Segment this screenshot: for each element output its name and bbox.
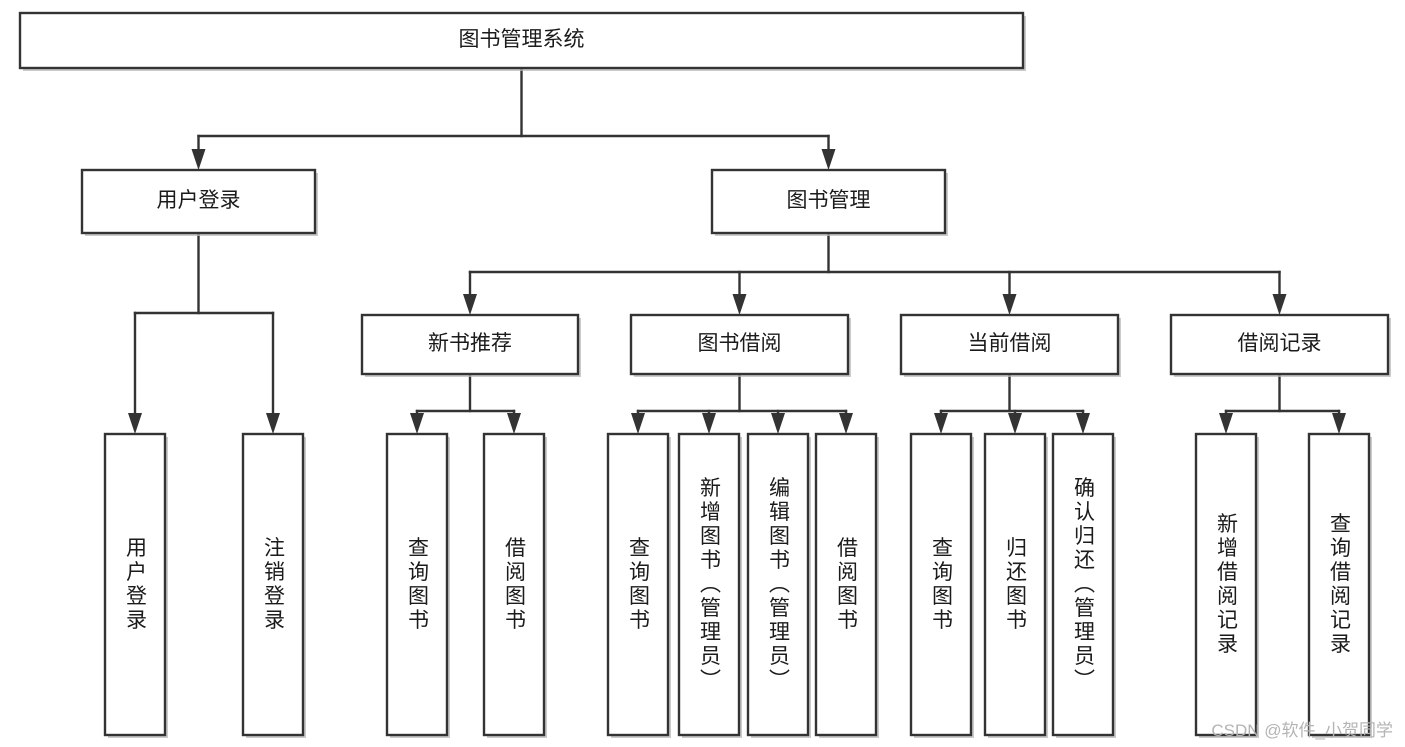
arrowhead-icon <box>410 413 424 434</box>
node-borrow-record[interactable]: 借阅记录 <box>1169 313 1391 377</box>
node-leaf-return-book[interactable]: 归还图书 <box>983 432 1048 738</box>
node-leaf-edit-book[interactable]: 编辑图书（管理员） <box>746 432 811 738</box>
arrowhead-icon <box>507 413 521 434</box>
arrowhead-icon <box>771 413 785 434</box>
arrowhead-icon <box>1332 413 1346 434</box>
node-label: 确认归还（管理员） <box>1072 477 1096 693</box>
node-leaf-add-book[interactable]: 新增图书（管理员） <box>677 432 742 738</box>
node-label: 查询图书 <box>930 537 954 633</box>
node-box[interactable] <box>983 432 1047 737</box>
arrowhead-icon <box>266 413 280 434</box>
arrowhead-icon <box>1008 413 1022 434</box>
node-leaf-query-book-current[interactable]: 查询图书 <box>909 432 974 738</box>
node-label: 注销登录 <box>262 537 286 633</box>
node-layer: 图书管理系统用户登录图书管理新书推荐图书借阅当前借阅借阅记录用户登录注销登录查询… <box>18 11 1391 738</box>
node-label: 新增借阅记录 <box>1215 513 1239 657</box>
arrowhead-icon <box>1272 294 1287 315</box>
node-book-manage[interactable]: 图书管理 <box>710 168 948 236</box>
node-label: 新书推荐 <box>428 332 512 355</box>
node-label: 借阅图书 <box>835 537 859 633</box>
node-user-login[interactable]: 用户登录 <box>80 168 318 236</box>
node-box[interactable] <box>710 168 947 235</box>
node-box[interactable] <box>241 432 305 737</box>
node-leaf-borrow-book-rec[interactable]: 借阅图书 <box>482 432 547 738</box>
node-box[interactable] <box>360 313 580 376</box>
node-box[interactable] <box>1307 432 1371 737</box>
node-box[interactable] <box>1194 432 1258 737</box>
node-box[interactable] <box>80 168 317 235</box>
arrowhead-icon <box>1002 294 1017 315</box>
arrowhead-icon <box>1076 413 1090 434</box>
node-leaf-user-login[interactable]: 用户登录 <box>103 432 168 738</box>
node-box[interactable] <box>18 11 1025 70</box>
node-box[interactable] <box>482 432 546 737</box>
node-label: 图书借阅 <box>698 332 782 355</box>
node-label: 查询图书 <box>406 537 430 633</box>
node-box[interactable] <box>746 432 810 737</box>
arrowhead-icon <box>128 413 142 434</box>
node-label: 查询借阅记录 <box>1328 513 1352 657</box>
node-label: 用户登录 <box>124 537 148 633</box>
node-box[interactable] <box>677 432 741 737</box>
node-box[interactable] <box>629 313 850 376</box>
arrowhead-icon <box>1219 413 1233 434</box>
node-label: 查询图书 <box>627 537 651 633</box>
node-leaf-query-book-borrow[interactable]: 查询图书 <box>606 432 671 738</box>
node-label: 编辑图书（管理员） <box>767 477 791 693</box>
node-leaf-borrow-book[interactable]: 借阅图书 <box>814 432 879 738</box>
node-new-book-rec[interactable]: 新书推荐 <box>360 313 581 377</box>
node-label: 当前借阅 <box>968 332 1052 355</box>
node-root[interactable]: 图书管理系统 <box>18 11 1026 71</box>
node-label: 图书管理系统 <box>459 28 585 51</box>
arrowhead-icon <box>821 149 836 170</box>
node-box[interactable] <box>103 432 167 737</box>
node-box[interactable] <box>1169 313 1390 376</box>
arrowhead-icon <box>934 413 948 434</box>
connector-layer <box>128 66 1346 434</box>
node-label: 新增图书（管理员） <box>698 477 722 693</box>
arrowhead-icon <box>191 149 206 170</box>
node-box[interactable] <box>385 432 449 737</box>
node-leaf-confirm-return[interactable]: 确认归还（管理员） <box>1051 432 1116 738</box>
node-box[interactable] <box>606 432 670 737</box>
arrowhead-icon <box>702 413 716 434</box>
node-label: 图书管理 <box>787 189 871 212</box>
arrowhead-icon <box>839 413 853 434</box>
node-box[interactable] <box>899 313 1120 376</box>
node-leaf-add-record[interactable]: 新增借阅记录 <box>1194 432 1259 738</box>
node-box[interactable] <box>1051 432 1115 737</box>
node-box[interactable] <box>814 432 878 737</box>
arrowhead-icon <box>463 294 477 315</box>
node-leaf-query-book-rec[interactable]: 查询图书 <box>385 432 450 738</box>
node-box[interactable] <box>909 432 973 737</box>
arrowhead-icon <box>631 413 645 434</box>
node-current-borrow[interactable]: 当前借阅 <box>899 313 1121 377</box>
node-leaf-query-record[interactable]: 查询借阅记录 <box>1307 432 1372 738</box>
node-label: 用户登录 <box>157 189 241 212</box>
arrowhead-icon <box>732 294 747 315</box>
node-book-borrow[interactable]: 图书借阅 <box>629 313 851 377</box>
node-label: 借阅记录 <box>1238 332 1322 355</box>
node-label: 归还图书 <box>1004 537 1028 633</box>
node-leaf-logout[interactable]: 注销登录 <box>241 432 306 738</box>
node-label: 借阅图书 <box>503 537 527 633</box>
